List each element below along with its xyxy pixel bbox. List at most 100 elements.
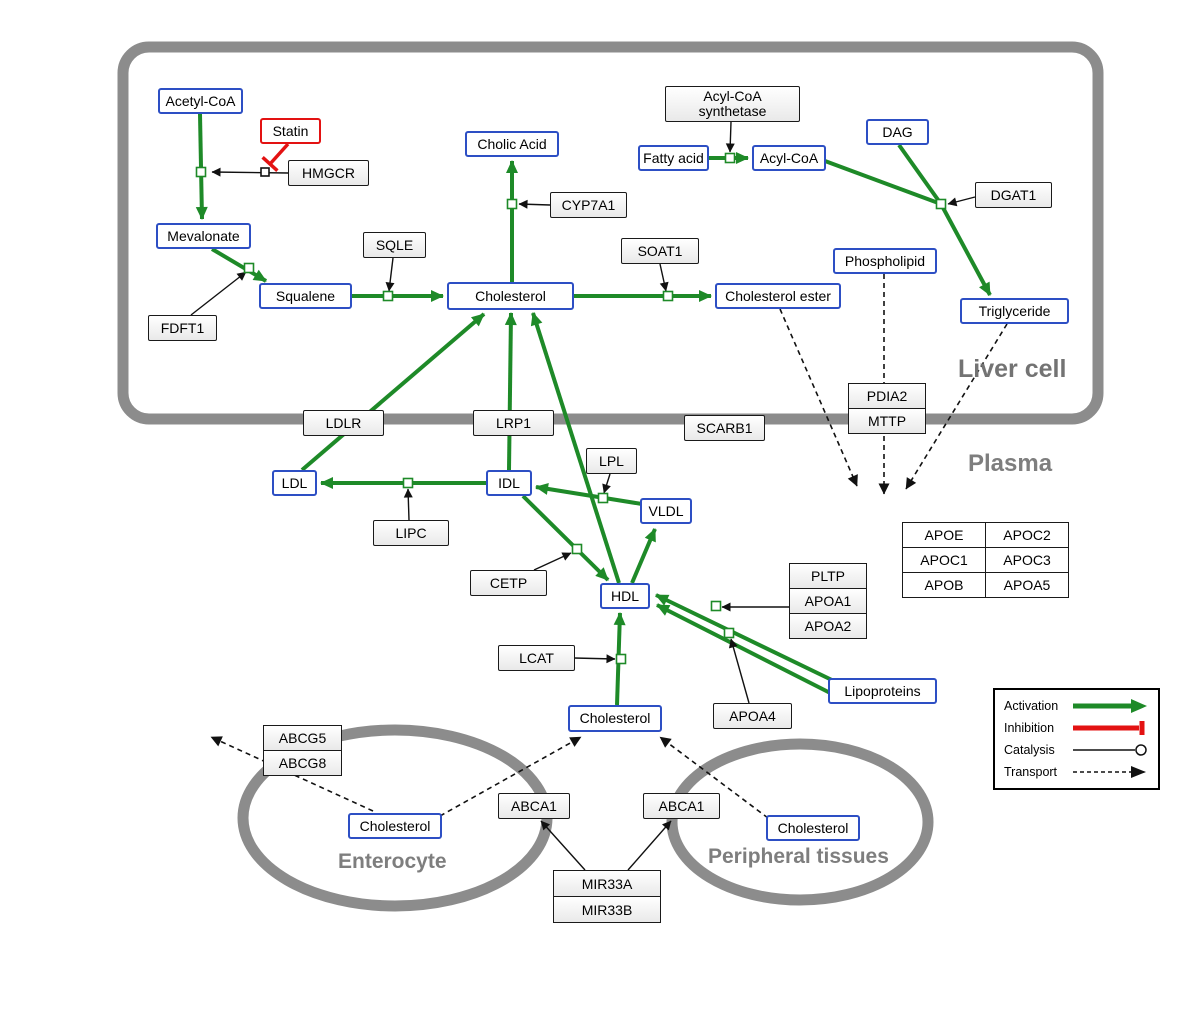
- stack-pdia2-mttp: PDIA2 MTTP: [848, 383, 926, 434]
- edge-idl-hdl-cetp: [521, 494, 610, 582]
- catalysis-lpl: [602, 473, 611, 494]
- apolipoprotein-table: APOE APOC2 APOC1 APOC3 APOB APOA5: [902, 522, 1069, 598]
- node-apob[interactable]: APOB: [902, 572, 986, 598]
- node-lrp1[interactable]: LRP1: [473, 410, 554, 436]
- legend-transport-label: Transport: [1004, 765, 1058, 779]
- node-apoa2[interactable]: APOA2: [789, 613, 867, 639]
- edge-lipoproteins-hdl-1: [655, 593, 837, 684]
- edge-lipoproteins-hdl-2: [656, 603, 849, 704]
- node-hdl[interactable]: HDL: [600, 583, 650, 609]
- legend-inhibition-label: Inhibition: [1004, 721, 1055, 735]
- inhibition-statin-tbar: [261, 156, 279, 172]
- node-pltp[interactable]: PLTP: [789, 563, 867, 589]
- node-abca1-peripheral[interactable]: ABCA1: [643, 793, 720, 819]
- node-mir33a[interactable]: MIR33A: [553, 870, 661, 897]
- node-pdia2[interactable]: PDIA2: [848, 383, 926, 409]
- node-vldl[interactable]: VLDL: [640, 498, 692, 524]
- transport-cholesterol-abcg58-out: [210, 736, 374, 812]
- statin-junction-square: [260, 167, 270, 177]
- edge-acylcoa-dgat1junction: [824, 159, 942, 206]
- node-lpl[interactable]: LPL: [586, 448, 637, 474]
- node-sqle[interactable]: SQLE: [363, 232, 426, 258]
- node-cyp7a1[interactable]: CYP7A1: [550, 192, 627, 218]
- node-apoc2[interactable]: APOC2: [985, 522, 1069, 548]
- node-scarb1[interactable]: SCARB1: [684, 415, 765, 441]
- transport-peripheral-to-plasma-cholesterol: [659, 736, 769, 819]
- edge-vldl-idl: [535, 482, 643, 506]
- node-triglyceride[interactable]: Triglyceride: [960, 298, 1069, 324]
- edge-hdl-cholesterol: [530, 312, 621, 584]
- node-lipc[interactable]: LIPC: [373, 520, 449, 546]
- catalysis-dgat1: [947, 196, 976, 207]
- node-cetp[interactable]: CETP: [470, 570, 547, 596]
- node-apoe[interactable]: APOE: [902, 522, 986, 548]
- catalysis-cetp: [533, 552, 572, 571]
- node-fatty-acid[interactable]: Fatty acid: [638, 145, 709, 171]
- legend-inhibition-row: Inhibition: [1004, 720, 1149, 736]
- edge-junction-triglyceride: [939, 203, 992, 296]
- node-apoc1[interactable]: APOC1: [902, 547, 986, 573]
- node-abca1-enterocyte[interactable]: ABCA1: [498, 793, 570, 819]
- stack-mir33: MIR33A MIR33B: [553, 870, 661, 923]
- node-acetyl-coa[interactable]: Acetyl-CoA: [158, 88, 243, 114]
- node-apoa4[interactable]: APOA4: [713, 703, 792, 729]
- node-cholesterol-ester[interactable]: Cholesterol ester: [715, 283, 841, 309]
- node-hmgcr[interactable]: HMGCR: [288, 160, 369, 186]
- catalysis-acylcoa-synthetase: [725, 121, 735, 153]
- peripheral-tissues-outline: [666, 738, 934, 906]
- node-soat1[interactable]: SOAT1: [621, 238, 699, 264]
- edge-idl-cholesterol-lrp1: [504, 312, 517, 471]
- inhibition-edges: [261, 142, 290, 172]
- node-cholic-acid[interactable]: Cholic Acid: [465, 131, 559, 157]
- catalysis-circle-icon: [1073, 744, 1147, 756]
- node-mttp[interactable]: MTTP: [848, 408, 926, 434]
- node-apoc3[interactable]: APOC3: [985, 547, 1069, 573]
- legend: Activation Inhibition Catalysis Transpor…: [993, 688, 1160, 790]
- node-abcg8[interactable]: ABCG8: [263, 750, 342, 776]
- liver-cell-outline: [117, 41, 1104, 425]
- catalysis-cyp7a1: [518, 199, 551, 209]
- edge-ldl-cholesterol-ldlr: [300, 312, 486, 472]
- catalysis-lcat: [573, 654, 616, 664]
- stack-pltp-apoa1-apoa2: PLTP APOA1 APOA2: [789, 563, 867, 639]
- reaction-nodes: [195, 152, 947, 665]
- node-ldlr[interactable]: LDLR: [303, 410, 384, 436]
- node-acyl-coa-synthetase[interactable]: Acyl-CoA synthetase: [665, 86, 800, 122]
- catalysis-soat1: [659, 263, 669, 292]
- node-cholesterol-plasma[interactable]: Cholesterol: [568, 705, 662, 732]
- legend-activation-label: Activation: [1004, 699, 1059, 713]
- edge-hdl-vldl: [630, 528, 657, 584]
- catalysis-hmgcr: [211, 167, 289, 177]
- node-cholesterol-liver[interactable]: Cholesterol: [447, 282, 574, 310]
- node-acyl-coa[interactable]: Acyl-CoA: [752, 145, 826, 171]
- plasma-label: Plasma: [968, 450, 1053, 477]
- edge-dag-dgat1junction: [897, 143, 943, 206]
- node-lipoproteins[interactable]: Lipoproteins: [828, 678, 937, 704]
- legend-activation-row: Activation: [1004, 698, 1149, 714]
- node-idl[interactable]: IDL: [486, 470, 532, 496]
- node-statin[interactable]: Statin: [260, 118, 321, 144]
- node-lcat[interactable]: LCAT: [498, 645, 575, 671]
- node-apoa5[interactable]: APOA5: [985, 572, 1069, 598]
- node-dgat1[interactable]: DGAT1: [975, 182, 1052, 208]
- transport-dashed-arrow-icon: [1073, 766, 1146, 778]
- node-mir33b[interactable]: MIR33B: [553, 896, 661, 923]
- transport-cholesterolester-plasma: [779, 308, 858, 487]
- catalysis-edges: [190, 121, 976, 871]
- node-squalene[interactable]: Squalene: [259, 283, 352, 309]
- node-ldl[interactable]: LDL: [272, 470, 317, 496]
- node-mevalonate[interactable]: Mevalonate: [156, 223, 251, 249]
- node-abcg5[interactable]: ABCG5: [263, 725, 342, 751]
- inhibition-statin-hmgcr: [268, 142, 290, 166]
- node-apoa1[interactable]: APOA1: [789, 588, 867, 614]
- node-phospholipid[interactable]: Phospholipid: [833, 248, 937, 274]
- liver-cell-label: Liver cell: [958, 355, 1067, 383]
- node-cholesterol-enterocyte[interactable]: Cholesterol: [348, 813, 442, 839]
- stack-abcg5-abcg8: ABCG5 ABCG8: [263, 725, 342, 776]
- node-fdft1[interactable]: FDFT1: [148, 315, 217, 341]
- edge-mevalonate-squalene: [210, 247, 268, 283]
- node-dag[interactable]: DAG: [866, 119, 929, 145]
- legend-catalysis-row: Catalysis: [1004, 742, 1149, 758]
- node-cholesterol-peripheral[interactable]: Cholesterol: [766, 815, 860, 841]
